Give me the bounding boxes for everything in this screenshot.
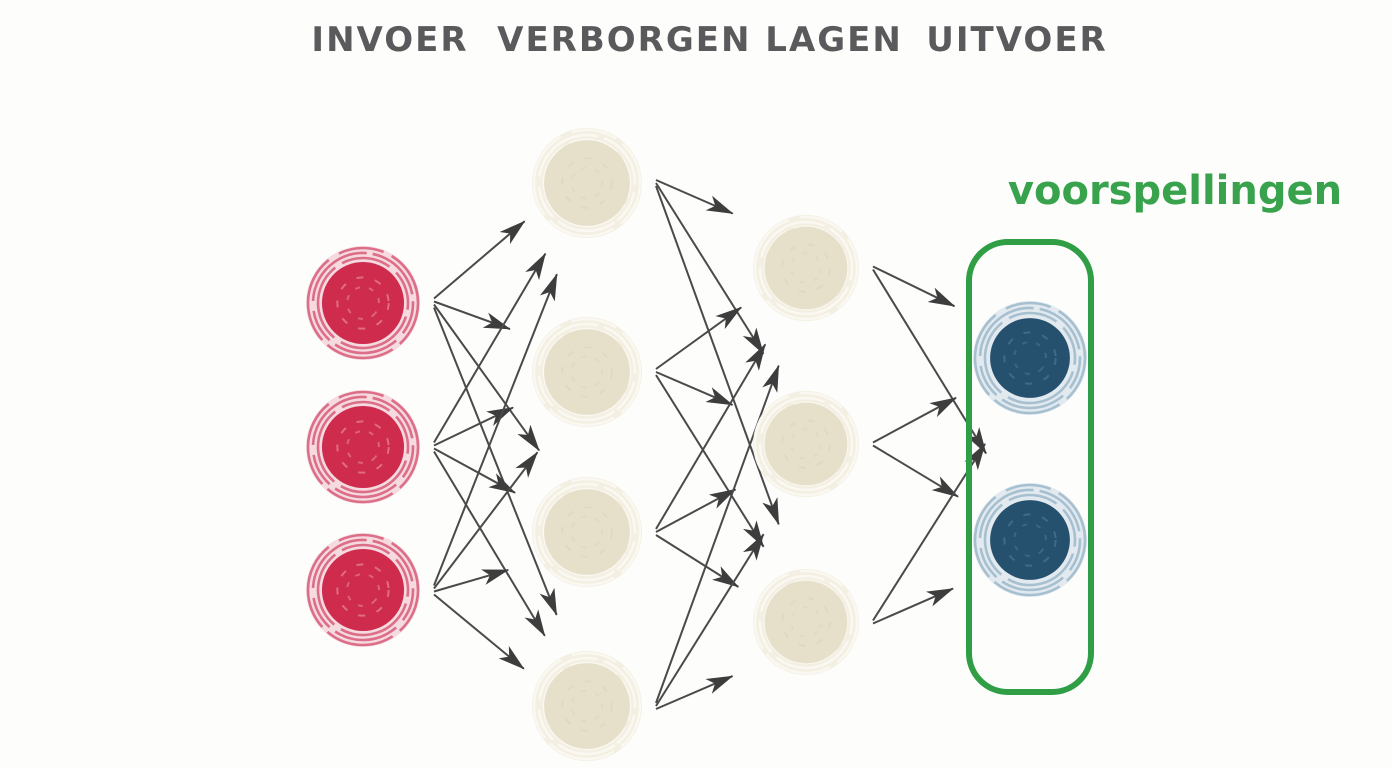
input-node (306, 390, 420, 504)
edge-arrow (655, 371, 734, 406)
edge-arrow (433, 451, 539, 590)
hidden-1-node (532, 651, 642, 761)
edges (433, 179, 987, 710)
edge-arrow (433, 568, 510, 593)
hidden-1-node (532, 128, 642, 238)
edge-arrow (872, 396, 957, 444)
hidden-2-node (753, 391, 859, 497)
hidden-2-layer (753, 215, 859, 675)
edge-arrow (872, 444, 959, 498)
predictions-box (966, 239, 1094, 695)
edge-arrow (433, 307, 558, 616)
column-label-output: UITVOER (926, 20, 1108, 60)
input-layer (306, 246, 420, 647)
edge-arrow (872, 265, 956, 308)
edge-arrow (433, 406, 514, 447)
hidden-2-node (753, 215, 859, 321)
edge-arrow (655, 374, 765, 548)
hidden-2-node (753, 569, 859, 675)
edge-arrow (655, 364, 780, 704)
edge-arrow (655, 534, 740, 588)
edge-arrow (655, 179, 734, 215)
column-label-input: INVOER (311, 20, 469, 60)
edge-arrow (433, 252, 547, 444)
edge-arrow (655, 343, 767, 530)
edge-arrow (433, 303, 540, 452)
predictions-label: voorspellingen (1007, 168, 1343, 214)
input-node (306, 246, 420, 360)
output-node (973, 301, 1087, 415)
edge-arrow (433, 220, 526, 300)
edge-arrow (433, 450, 546, 637)
edge-arrow (655, 488, 737, 533)
edge-arrow (433, 300, 511, 330)
edge-arrow (433, 447, 516, 494)
output-node (973, 483, 1087, 597)
edge-arrow (655, 306, 742, 370)
edge-arrow (655, 182, 765, 355)
input-node (306, 533, 420, 647)
column-label-hidden-layers: VERBORGEN LAGEN (497, 20, 903, 60)
edge-arrow (872, 587, 954, 625)
edge-arrow (655, 185, 780, 526)
edge-arrow (433, 593, 525, 670)
edge-arrow (655, 675, 734, 710)
output-layer (973, 301, 1087, 597)
hidden-1-node (532, 477, 642, 587)
edge-arrow (655, 533, 765, 707)
edge-arrow (433, 273, 558, 586)
hidden-1-layer (532, 128, 642, 761)
hidden-1-node (532, 317, 642, 427)
